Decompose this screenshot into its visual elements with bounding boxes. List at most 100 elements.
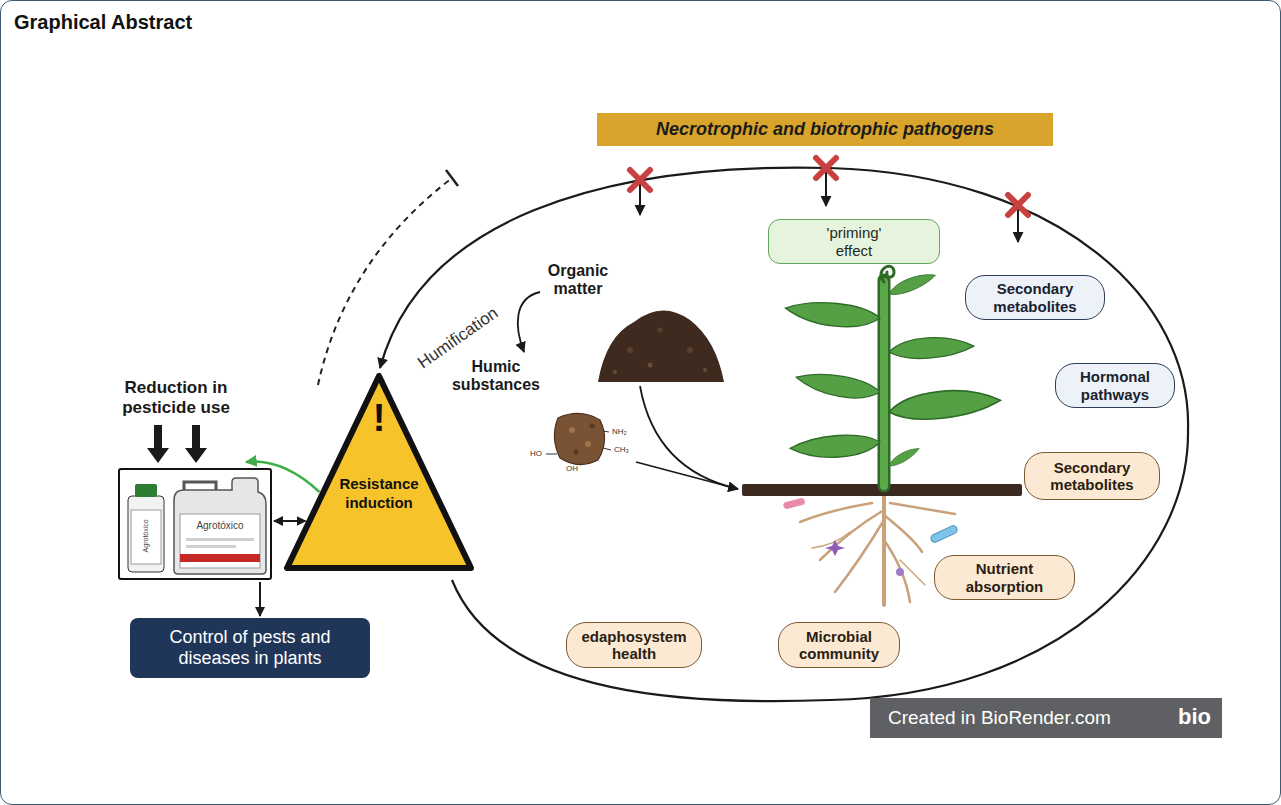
organic-matter-pile <box>598 310 724 382</box>
connector-arrow <box>274 520 306 522</box>
pathogen-banner: Necrotrophic and biotrophic pathogens <box>597 113 1053 146</box>
humification-arrow <box>518 292 540 352</box>
humic-molecule <box>546 413 611 464</box>
blocked-attack <box>639 184 641 215</box>
watermark-text: Created in BioRender.com <box>888 707 1111 729</box>
organic-matter-pile <box>648 363 653 368</box>
humic-molecule <box>603 448 611 450</box>
leaves <box>790 433 881 461</box>
process-box: edaphosystem health <box>566 622 702 668</box>
microbes <box>825 540 845 556</box>
microbes <box>783 497 806 509</box>
pesticide-drawing <box>128 496 164 572</box>
reduction-arrows <box>185 425 207 463</box>
leaves <box>887 385 1001 423</box>
blocked-attack <box>630 170 650 190</box>
pesticide-drawing <box>180 554 260 562</box>
pesticide-drawing <box>186 545 236 548</box>
node-text: Secondary metabolites <box>980 280 1090 315</box>
leaves <box>887 444 922 469</box>
watermark-logo: bio <box>1178 704 1211 729</box>
pesticide-image: Agrotóxico Agrotóxico <box>118 468 272 580</box>
humic-molecule <box>546 454 557 455</box>
inhibition-line <box>446 170 458 186</box>
blocked-attack <box>825 172 827 206</box>
process-box: Microbial community <box>778 622 900 668</box>
microbes <box>896 568 904 576</box>
organic-matter-pile <box>613 370 617 374</box>
reduction-arrows <box>147 425 207 463</box>
roots <box>882 497 886 605</box>
roots <box>835 520 884 592</box>
priming-box: 'priming' effect <box>768 219 940 264</box>
stem <box>878 280 891 486</box>
node-text: Necrotrophic and biotrophic pathogens <box>656 119 994 140</box>
node-text: 'priming' effect <box>814 224 894 259</box>
node-text: Nutrient absorption <box>955 560 1055 595</box>
input-arrows <box>636 386 738 489</box>
roots <box>800 503 872 522</box>
warning-triangle: ! Resistance induction <box>283 370 475 574</box>
stem <box>880 282 888 486</box>
roots <box>812 532 850 548</box>
warning-symbol: ! <box>283 398 475 438</box>
process-box: Nutrient absorption <box>934 555 1075 600</box>
leaves <box>794 368 881 403</box>
organic-matter-pile <box>703 368 707 372</box>
node-text: Resistance induction <box>329 474 429 512</box>
panel-title: Graphical Abstract <box>14 11 192 34</box>
leaves <box>784 298 881 331</box>
humic-molecule <box>569 427 575 433</box>
roots <box>890 503 955 514</box>
process-box: Hormonal pathways <box>1055 363 1175 408</box>
input-arrows <box>640 386 738 489</box>
outcome-box: Control of pests and diseases in plants <box>130 618 370 678</box>
chemical-group: CH₃ <box>614 445 629 454</box>
node-text: edaphosystem health <box>578 628 690 663</box>
blocked-attack <box>1008 195 1028 215</box>
chemical-group: HO <box>530 449 542 458</box>
blocked-attack <box>816 158 836 178</box>
roots <box>884 540 910 602</box>
organic-matter-pile <box>687 347 693 353</box>
material-label: Humic substances <box>450 358 542 395</box>
pesticide-drawing <box>131 510 161 564</box>
material-label: Organic matter <box>533 262 623 299</box>
leaves <box>886 269 937 299</box>
organic-matter-pile <box>627 347 633 353</box>
blocked-attack <box>1017 209 1019 242</box>
chemical-group: NH₂ <box>612 427 627 436</box>
humic-molecule <box>574 450 579 455</box>
pesticide-drawing <box>135 484 157 497</box>
stem <box>881 266 894 486</box>
humic-molecule <box>554 413 604 464</box>
organic-matter-pile <box>598 310 724 382</box>
input-arrows <box>636 462 738 489</box>
humic-molecule <box>590 424 595 429</box>
cycle-arc <box>380 168 1188 702</box>
node-text: Hormonal pathways <box>1067 368 1163 403</box>
chemical-group: OH <box>566 464 578 473</box>
connector-arrow <box>259 582 261 616</box>
label-text: Agrotóxico <box>142 511 150 561</box>
pesticide-drawing <box>186 538 254 541</box>
microbes <box>783 497 959 576</box>
humic-molecule <box>585 441 591 447</box>
roots <box>800 497 955 605</box>
pesticide-drawing <box>174 478 266 574</box>
node-text: Secondary metabolites <box>1037 459 1147 494</box>
organic-matter-pile <box>658 328 663 333</box>
pesticide-drawing <box>180 514 260 568</box>
humification-arrow <box>518 292 540 352</box>
leaves <box>888 335 974 361</box>
reduction-arrows <box>147 425 169 463</box>
stem <box>881 266 894 282</box>
microbes <box>930 524 959 543</box>
node-text: Microbial community <box>791 628 887 663</box>
process-box: Secondary metabolites <box>965 275 1105 320</box>
annotation-text: Reduction in pesticide use <box>106 378 246 417</box>
node-text: Control of pests and diseases in plants <box>150 627 350 668</box>
label-text: Agrotóxico <box>180 520 260 531</box>
pesticide-drawing <box>184 482 216 490</box>
cycle-arc <box>380 168 1188 702</box>
